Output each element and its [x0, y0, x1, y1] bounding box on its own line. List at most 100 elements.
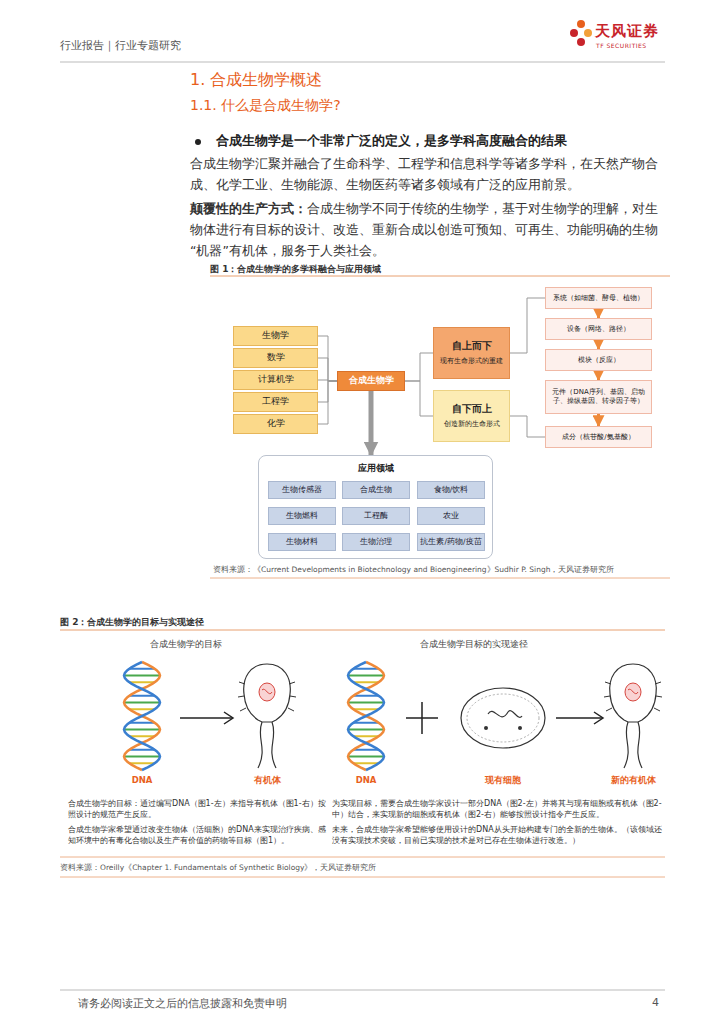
image-label: 有机体 — [237, 775, 297, 787]
discipline-box: 计算机学 — [233, 370, 318, 390]
body-paragraph: 颠覆性的生产方式： — [190, 201, 307, 216]
application-box: 工程酶 — [342, 507, 410, 525]
application-panel: 应用领域生物传感器合成生物食物/饮料生物燃料工程酶农业生物材料生物治理抗生素/药… — [258, 455, 493, 559]
section-heading: 1. 合成生物学概述 — [190, 70, 590, 91]
caption-text: 合成生物学家希望通过改变生物体（活细胞）的DNA来实现治疗疾病、感知环境中的有毒… — [68, 825, 326, 845]
logo-mark — [570, 20, 592, 46]
connector — [597, 340, 600, 349]
node-text: 化学 — [267, 418, 285, 430]
connector — [318, 336, 337, 381]
source-note: 资料来源：《Current Developments in Biotechnol… — [213, 565, 614, 574]
bullet-heading: 合成生物学是一个非常广泛的定义，是多学科高度融合的结果 — [216, 133, 567, 148]
node-text: 工程学 — [262, 396, 289, 408]
node-text: 生物燃料 — [286, 511, 318, 521]
subsection-heading: 1.1. 什么是合成生物学? — [190, 97, 590, 115]
running-header: 行业报告｜行业专题研究 — [60, 38, 360, 53]
source-note: 资料来源：《Current Developments in Biotechnol… — [213, 565, 668, 575]
discipline-box: 化学 — [233, 414, 318, 434]
node-text: 生物治理 — [360, 537, 392, 547]
connector — [597, 371, 600, 380]
node-text: 食物/饮料 — [434, 485, 469, 495]
connector — [597, 309, 600, 318]
caption-text: 未来，合成生物学家希望能够使用设计的DNA从头开始构建专门的全新的生物体。（该领… — [332, 824, 667, 846]
node-text: 自上而下 — [452, 340, 492, 353]
figure-subtitle: 合成生物学目标的实现途径 — [420, 639, 590, 651]
node-text: 创造新的生命形式 — [444, 419, 500, 429]
figure-subtitle: 合成生物学的目标 — [150, 639, 222, 649]
discipline-box: 生物学 — [233, 326, 318, 346]
node-text: 现有生命形式的重建 — [440, 356, 503, 366]
image-label: DNA — [112, 775, 172, 785]
discipline-box: 工程学 — [233, 392, 318, 412]
level-box: 设备（网络、路径） — [545, 318, 652, 340]
node-text: 计算机学 — [258, 374, 294, 386]
application-box: 农业 — [417, 507, 485, 525]
core-box: 合成生物学 — [337, 371, 405, 391]
caption-text: 为实现目标，需要合成生物学家设计一部分DNA（图2-左）并将其与现有细胞或有机体… — [332, 799, 662, 819]
connector — [405, 353, 433, 381]
caption-text: 合成生物学的目标：通过编写DNA（图1-左）来指导有机体（图1-右）按照设计的规… — [68, 798, 326, 820]
logo-subtext: TF SECURITIES — [596, 42, 676, 49]
page-number: 4 — [652, 996, 672, 1009]
running-header: 行业报告｜行业专题研究 — [60, 39, 181, 52]
application-box: 抗生素/药物/疫苗 — [417, 533, 485, 551]
source-note: 资料来源：Oreilly《Chapter 1. Fundamentals of … — [60, 863, 376, 872]
application-box: 生物材料 — [268, 533, 336, 551]
node-text: 农业 — [443, 511, 459, 521]
node-text: 模块（反应） — [578, 356, 620, 365]
connector — [318, 358, 337, 381]
logo-text: 天风证券 — [595, 22, 659, 40]
application-box: 合成生物 — [342, 481, 410, 499]
approach-box: 自下而上创造新的生命形式 — [433, 390, 510, 442]
connector — [318, 381, 337, 424]
level-box: 元件（DNA序列、基因、启动子、操纵基因、转录因子等） — [545, 380, 652, 414]
figure-subtitle: 合成生物学目标的实现途径 — [420, 639, 528, 649]
caption-text: 未来，合成生物学家希望能够使用设计的DNA从头开始构建专门的全新的生物体。（该领… — [332, 825, 662, 845]
footer-disclaimer: 请务必阅读正文之后的信息披露和免责申明 — [78, 996, 478, 1011]
node-text: 工程酶 — [364, 511, 388, 521]
figure-title: 图 1：合成生物学的多学科融合与应用领域 — [210, 264, 381, 274]
image-label: 现有细胞 — [468, 775, 538, 787]
image-label: 现有细胞 — [468, 775, 538, 787]
image-label: 新的有机体 — [598, 775, 668, 787]
node-text: 合成生物 — [360, 485, 392, 495]
level-box: 成分（核苷酸/氨基酸） — [545, 426, 652, 448]
caption-text: 为实现目标，需要合成生物学家设计一部分DNA（图2-左）并将其与现有细胞或有机体… — [332, 798, 667, 820]
logo-subtext: TF SECURITIES — [596, 42, 647, 49]
node-text: 自下而上 — [452, 403, 492, 416]
footer-disclaimer: 请务必阅读正文之后的信息披露和免责申明 — [78, 997, 287, 1010]
level-box: 系统（如细菌、酵母、植物） — [545, 287, 652, 309]
image-label: 有机体 — [237, 775, 297, 787]
node-text: 合成生物学 — [349, 375, 394, 387]
connector — [510, 416, 545, 437]
section-heading: 1. 合成生物学概述 — [190, 70, 322, 89]
application-box: 食物/饮料 — [417, 481, 485, 499]
discipline-box: 数学 — [233, 348, 318, 368]
figure-title: 图 2：合成生物学的目标与实现途径 — [60, 617, 204, 627]
connector — [510, 298, 545, 353]
body-paragraph: 合成生物学汇聚并融合了生命科学、工程学和信息科学等诸多学科，在天然产物合成、化学… — [190, 156, 658, 192]
body-paragraph: 颠覆性的生产方式：合成生物学不同于传统的生物学，基于对生物学的理解，对生物体进行… — [190, 198, 665, 261]
application-box: 生物传感器 — [268, 481, 336, 499]
node-text: 元件（DNA序列、基因、启动子、操纵基因、转录因子等） — [549, 388, 648, 406]
image-label: 新的有机体 — [598, 775, 668, 787]
figure-subtitle: 合成生物学的目标 — [150, 639, 290, 651]
image-label: DNA — [336, 775, 396, 785]
node-text: 生物材料 — [286, 537, 318, 547]
application-box: 生物燃料 — [268, 507, 336, 525]
node-text: 设备（网络、路径） — [567, 325, 630, 334]
logo-text: 天风证券 — [595, 22, 675, 41]
node-text: 成分（核苷酸/氨基酸） — [562, 433, 634, 442]
image-label: DNA — [336, 775, 396, 785]
page-number: 4 — [652, 996, 659, 1009]
source-note: 资料来源：Oreilly《Chapter 1. Fundamentals of … — [60, 863, 660, 873]
connector — [405, 381, 433, 416]
node-text: 抗生素/药物/疫苗 — [420, 537, 481, 547]
node-text: 数学 — [267, 352, 285, 364]
approach-box: 自上而下现有生命形式的重建 — [433, 327, 510, 379]
caption-text: 合成生物学的目标：通过编写DNA（图1-左）来指导有机体（图1-右）按照设计的规… — [68, 799, 326, 819]
node-text: 生物传感器 — [282, 485, 322, 495]
node-text: 系统（如细菌、酵母、植物） — [553, 294, 644, 303]
level-box: 模块（反应） — [545, 349, 652, 371]
node-text: 生物学 — [262, 330, 289, 342]
